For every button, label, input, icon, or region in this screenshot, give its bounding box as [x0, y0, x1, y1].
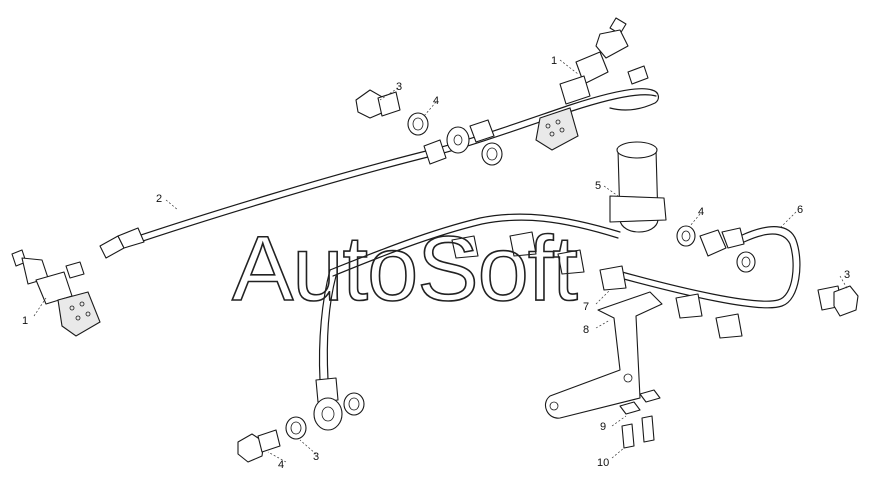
banjo-bolt-top — [355, 89, 401, 119]
callout-5: 5 — [595, 180, 601, 192]
callout-8: 8 — [583, 324, 589, 336]
callout-10: 10 — [597, 457, 609, 469]
callout-4-right: 4 — [698, 206, 704, 218]
leader-lines — [33, 59, 849, 463]
bottom-fitting — [237, 377, 365, 463]
bolt-right — [817, 285, 859, 317]
callout-9: 9 — [600, 421, 606, 433]
callout-3-bottom: 3 — [313, 451, 319, 463]
callout-2: 2 — [156, 193, 162, 205]
callout-6: 6 — [797, 204, 803, 216]
callout-7: 7 — [583, 301, 589, 313]
injector-top — [535, 17, 649, 151]
washers-right — [676, 225, 756, 273]
callout-1-top: 1 — [551, 55, 557, 67]
fuel-line-upper — [99, 88, 659, 259]
fuel-line-middle — [318, 213, 621, 381]
callout-3-right: 3 — [844, 269, 850, 281]
clips — [451, 231, 743, 339]
bracket — [545, 291, 663, 419]
fuel-filter — [609, 141, 667, 233]
washer-top — [407, 112, 503, 166]
callout-3-top: 3 — [396, 81, 402, 93]
callout-4-top: 4 — [433, 95, 439, 107]
injector-left — [11, 249, 101, 337]
callout-4-bottom: 4 — [278, 459, 284, 471]
nuts-bolts — [619, 389, 661, 449]
callout-1-left: 1 — [22, 315, 28, 327]
watermark: AutoSoft — [232, 218, 577, 320]
